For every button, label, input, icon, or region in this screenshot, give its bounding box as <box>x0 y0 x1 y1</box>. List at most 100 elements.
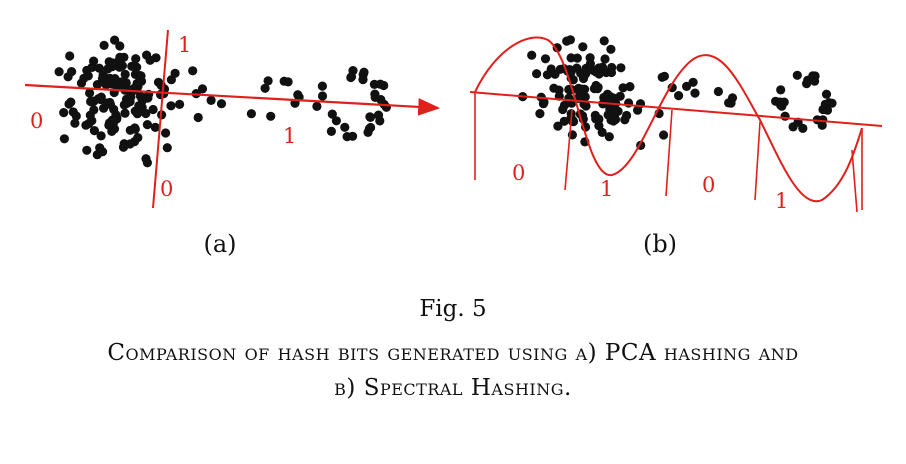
data-point <box>559 116 569 126</box>
data-point <box>317 91 328 101</box>
data-point <box>604 132 614 142</box>
data-point <box>593 82 603 92</box>
data-point <box>132 78 142 89</box>
panel-a-bit-label: 1 <box>178 33 191 57</box>
data-point <box>127 61 137 71</box>
data-point <box>133 133 143 143</box>
panel-a-points <box>54 35 391 168</box>
data-point <box>552 43 562 53</box>
data-point <box>827 98 837 108</box>
data-point <box>71 111 81 121</box>
data-point <box>572 53 582 63</box>
data-point <box>150 122 160 132</box>
data-point <box>67 67 77 77</box>
data-point <box>616 63 626 73</box>
data-point <box>89 105 99 115</box>
data-point <box>131 54 141 64</box>
data-point <box>153 77 164 87</box>
data-point <box>777 101 787 111</box>
data-point <box>65 51 75 61</box>
data-point <box>674 91 684 101</box>
panel-b-partition-line <box>851 149 858 213</box>
data-point <box>64 99 74 109</box>
data-point <box>279 76 289 86</box>
panel-b-sine-curve <box>474 36 863 203</box>
data-point <box>615 91 625 101</box>
data-point <box>188 66 198 76</box>
data-point <box>142 120 152 130</box>
data-point <box>553 121 563 131</box>
data-point <box>802 79 812 89</box>
data-point <box>375 79 385 89</box>
data-point <box>606 44 616 54</box>
data-point <box>120 108 130 118</box>
data-point <box>792 70 802 80</box>
panel-b-principal-axis <box>469 91 883 127</box>
data-point <box>808 71 819 82</box>
data-point <box>317 81 327 91</box>
data-point <box>578 42 588 52</box>
data-point <box>690 88 700 98</box>
data-point <box>120 69 130 79</box>
data-point <box>105 77 115 87</box>
data-point <box>327 109 337 119</box>
data-point <box>776 85 786 95</box>
figure-illustration: 1 0 0 1 0 1 0 1 <box>24 29 883 213</box>
panel-a-second-axis <box>152 29 169 209</box>
data-point <box>115 41 125 51</box>
panel-b-points <box>518 35 837 150</box>
data-point <box>613 106 623 116</box>
data-point <box>103 64 113 74</box>
data-point <box>86 96 96 107</box>
data-point <box>79 73 89 83</box>
data-point <box>607 62 617 73</box>
data-point <box>540 54 551 64</box>
data-point <box>82 145 92 155</box>
data-point <box>105 97 115 108</box>
data-point <box>559 100 570 110</box>
panel-a: 1 0 0 1 <box>24 29 441 209</box>
panel-b-bit-label: 1 <box>600 177 613 201</box>
data-point <box>532 69 542 79</box>
panel-b-partition-line <box>754 121 761 201</box>
figure-number: Fig. 5 <box>419 296 487 322</box>
data-point <box>118 142 129 152</box>
data-point <box>340 122 350 132</box>
data-point <box>542 70 553 80</box>
data-point <box>572 63 582 73</box>
data-point <box>137 96 147 106</box>
data-point <box>600 54 610 64</box>
panel-b: 0 1 0 1 <box>469 35 883 213</box>
data-point <box>216 99 227 109</box>
data-point <box>87 62 97 72</box>
data-point <box>780 111 790 121</box>
data-point <box>365 112 375 122</box>
panel-b-partition-line <box>564 109 573 191</box>
data-point <box>263 76 273 86</box>
data-point <box>659 71 670 81</box>
data-point <box>567 116 578 126</box>
data-point <box>574 83 584 93</box>
data-point <box>141 154 151 164</box>
panel-b-partition-line <box>665 109 673 197</box>
data-point <box>581 101 591 111</box>
data-point <box>594 69 604 79</box>
data-point <box>142 50 152 60</box>
panel-a-bit-label: 0 <box>160 177 173 201</box>
data-point <box>358 70 368 80</box>
data-point <box>587 64 597 75</box>
data-point <box>713 86 724 97</box>
data-point <box>197 84 208 94</box>
data-point <box>117 61 127 71</box>
data-point <box>94 63 104 73</box>
data-point <box>608 116 619 126</box>
data-point <box>54 67 64 77</box>
subfigure-label-a: (a) <box>203 230 237 258</box>
data-point <box>821 89 832 99</box>
data-point <box>364 124 374 134</box>
data-point <box>161 128 171 138</box>
data-point <box>726 98 736 108</box>
data-point <box>59 134 69 144</box>
panel-a-principal-axis <box>24 83 441 116</box>
data-point <box>246 109 256 119</box>
